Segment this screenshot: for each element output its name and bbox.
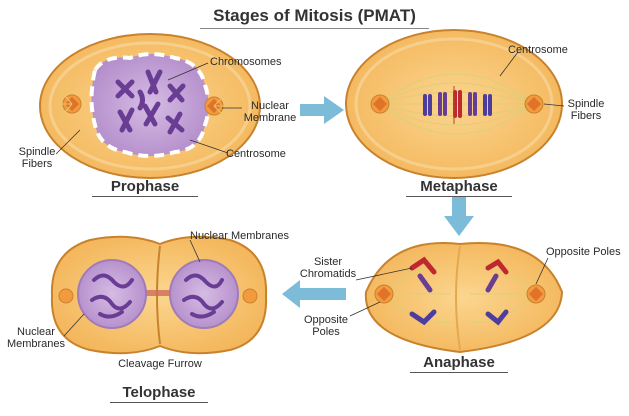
telophase-underline xyxy=(110,402,208,403)
metaphase-cell xyxy=(345,29,565,179)
label-opposite-poles-top: Opposite Poles xyxy=(546,246,621,258)
diagram-title: Stages of Mitosis (PMAT) xyxy=(213,6,416,25)
prophase-cell xyxy=(39,33,261,179)
leader-chromosomes xyxy=(167,62,209,81)
label-nuclear-membrane: Nuclear Membrane xyxy=(243,100,297,124)
leader-spindle-fibers xyxy=(55,129,81,155)
leader-meta-spindle xyxy=(543,103,565,107)
label-nuclear-membranes-top: Nuclear Membranes xyxy=(190,230,290,242)
stage-label-prophase: Prophase xyxy=(110,178,180,195)
telophase-cell xyxy=(50,235,268,355)
stage-label-telophase: Telophase xyxy=(122,384,196,401)
leader-sister-chromatids xyxy=(355,267,413,281)
prophase-spindle-fibers xyxy=(58,89,230,121)
prophase-underline xyxy=(92,196,198,197)
prophase-chromosomes xyxy=(115,69,186,135)
label-prophase-centrosome: Centrosome xyxy=(226,148,286,160)
leader-opposite-poles-bottom xyxy=(349,301,381,317)
anaphase-pole-left xyxy=(374,284,394,304)
label-opposite-poles-bottom: Opposite Poles xyxy=(303,314,349,338)
metaphase-centrosome-right xyxy=(524,94,544,114)
label-nuclear-membranes-left: Nuclear Membranes xyxy=(6,326,66,350)
arrow-prophase-to-metaphase xyxy=(300,96,344,124)
leader-meta-centrosome xyxy=(499,51,519,77)
telophase-centrosome-left xyxy=(58,288,74,304)
arrow-anaphase-to-telophase xyxy=(282,280,346,308)
prophase-inner-cytoplasm xyxy=(48,41,252,171)
label-prophase-spindle-fibers: Spindle Fibers xyxy=(18,146,56,170)
label-metaphase-centrosome: Centrosome xyxy=(508,44,568,56)
arrow-metaphase-to-anaphase xyxy=(444,196,474,236)
leader-nuclear-membranes-left xyxy=(63,313,85,337)
telophase-centrosome-right xyxy=(242,288,258,304)
leader-centrosome xyxy=(189,139,229,154)
telophase-chromatin xyxy=(90,273,224,319)
anaphase-pole-right xyxy=(526,284,546,304)
leader-nuclear-membranes-top xyxy=(189,239,201,263)
leader-opposite-poles-top xyxy=(535,257,549,285)
metaphase-centrosome-left xyxy=(370,94,390,114)
label-chromosomes: Chromosomes xyxy=(210,56,282,68)
metaphase-chromosomes xyxy=(423,90,492,118)
anaphase-underline xyxy=(410,372,508,373)
arrows xyxy=(282,96,474,308)
anaphase-chromatids xyxy=(409,256,509,326)
label-metaphase-spindle-fibers: Spindle Fibers xyxy=(567,98,605,122)
label-sister-chromatids: Sister Chromatids xyxy=(299,256,357,280)
anaphase-cell xyxy=(349,242,564,354)
title-underline xyxy=(200,28,429,29)
stage-label-anaphase: Anaphase xyxy=(423,354,495,371)
stage-label-metaphase: Metaphase xyxy=(420,178,498,195)
metaphase-underline xyxy=(406,196,512,197)
anaphase-cell-membrane xyxy=(364,242,564,354)
label-cleavage-furrow: Cleavage Furrow xyxy=(118,358,202,370)
